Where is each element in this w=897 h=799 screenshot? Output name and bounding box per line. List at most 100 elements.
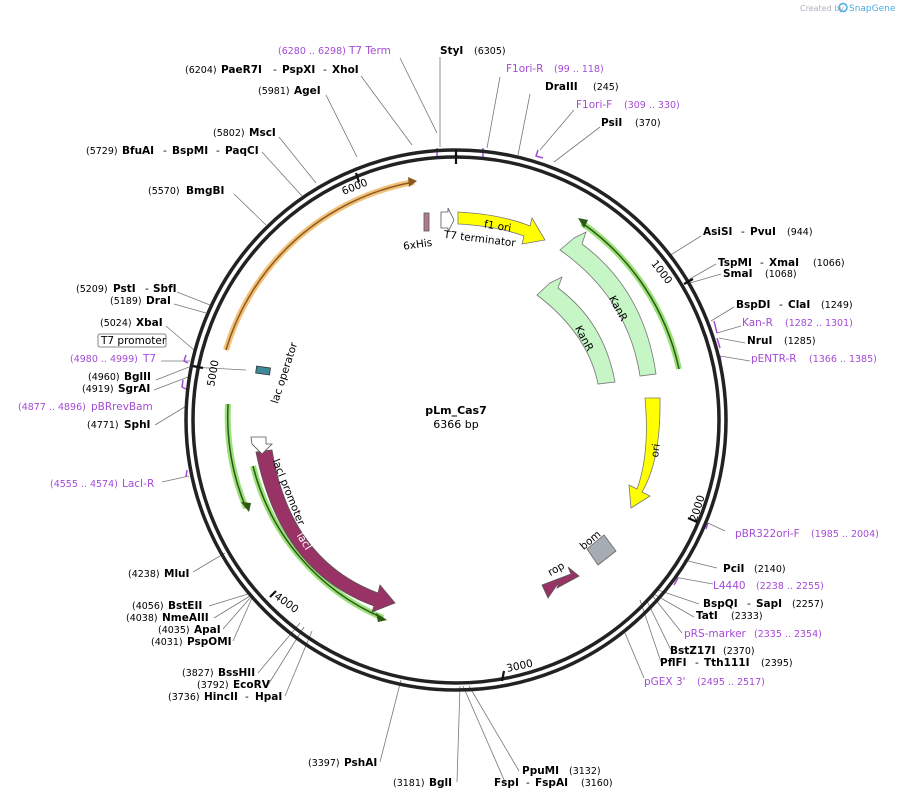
- site-f1ori-r-name: F1ori-R: [506, 63, 543, 75]
- site-bstz17i-pos: (2370): [723, 646, 755, 657]
- site-fspi-name: FspI: [494, 777, 519, 789]
- site-f1ori-f-pos: (309 .. 330): [624, 100, 680, 111]
- site-tati-pos: (2333): [731, 611, 763, 622]
- site-agei-pos: (5981): [258, 86, 290, 97]
- laci-arrow: [255, 449, 396, 613]
- site-xbai-pos: (5024): [100, 318, 132, 329]
- site-agei-name: AgeI: [294, 85, 321, 97]
- snapgene-logo-icon: [838, 2, 848, 13]
- feature-arc-green-right-core: [581, 222, 680, 370]
- kanr-arrow-outer: [559, 231, 657, 377]
- site-tati-name: TatI: [696, 610, 718, 622]
- site-bsshii-name: BssHII: [218, 667, 255, 679]
- feature-arc-green-left-core: [226, 403, 247, 509]
- site-f1ori-f-name: F1ori-F: [576, 99, 612, 111]
- site-bspqi-name: BspQI: [703, 598, 738, 610]
- site-sgrai-pos: (4919): [82, 384, 114, 395]
- feature-arc-green-lower-arrowhead: [376, 613, 387, 622]
- bom-box: [586, 534, 617, 566]
- site-apai-name: ApaI: [194, 624, 221, 636]
- plasmid-name: pLm_Cas7: [425, 404, 487, 417]
- site-msci-name: MscI: [249, 127, 276, 139]
- site-bfuai-sep1: -: [163, 145, 167, 157]
- site-asisi-sep1: -: [741, 226, 745, 238]
- 6xhis-label: 6xHis: [402, 237, 433, 253]
- site-pvui-name: PvuI: [750, 226, 776, 238]
- site-pshai-pos: (3397): [308, 758, 340, 769]
- site-sapi-name: SapI: [756, 598, 782, 610]
- site-pentr-r-pos: (1366 .. 1385): [809, 354, 877, 365]
- site-psti-sep1: -: [145, 283, 149, 295]
- site-nrui-pos: (1285): [784, 336, 816, 347]
- feature-arc-green-left-arrowhead: [241, 502, 251, 512]
- site-bstz17i-name: BstZ17I: [670, 645, 715, 657]
- site-tth111i-name: Tth111I: [704, 657, 749, 669]
- site-msci-pos: (5802): [213, 128, 245, 139]
- site-ecorv-name: EcoRV: [233, 679, 271, 691]
- t7-promoter-box: [97, 333, 167, 348]
- site-bspdi-name: BspDI: [736, 299, 770, 311]
- site-bglii-pos: (4960): [88, 372, 120, 383]
- site-t7-pos: (4980 .. 4999): [70, 354, 138, 365]
- site-paer7i-sep1: -: [273, 64, 277, 76]
- site-t7-name: T7: [142, 353, 156, 365]
- site-psii-pos: (370): [635, 118, 661, 129]
- site-pgex3-pos: (2495 .. 2517): [697, 677, 765, 688]
- site-bgli-name: BglI: [429, 777, 452, 789]
- site-styi-pos: (6305): [474, 46, 506, 57]
- site-t7term-pos: (6280 .. 6298): [278, 46, 346, 57]
- site-pcii-name: PciI: [723, 563, 744, 575]
- rop-arrow: [541, 566, 580, 599]
- features: f1 ori KanR KanR ori rop bom lacI lacI p…: [223, 177, 682, 622]
- site-psti-name: PstI: [113, 283, 136, 295]
- site-hincii-pos: (3736): [168, 692, 200, 703]
- site-fspi-pos: (3160): [581, 778, 613, 789]
- site-pshai-name: PshAI: [344, 757, 377, 769]
- ori-label: ori: [649, 443, 663, 458]
- site-kan-r-pos: (1282 .. 1301): [785, 318, 853, 329]
- site-styi-name: StyI: [440, 45, 463, 57]
- site-laci-r-name: LacI-R: [122, 478, 154, 490]
- feature-arc-green-lower-core: [252, 465, 384, 619]
- site-paer7i-sep2: -: [323, 64, 327, 76]
- site-bspqi-sep1: -: [747, 598, 751, 610]
- t7-promoter-label: T7 promoter: [100, 335, 167, 347]
- site-draiii-name: DraIII: [545, 81, 578, 93]
- site-tspmi-name: TspMI: [718, 257, 752, 269]
- rop-label: rop: [546, 560, 567, 579]
- site-hincii-name: HincII: [204, 691, 238, 703]
- site-pspomi-name: PspOMI: [187, 636, 232, 648]
- site-xmai-name: XmaI: [769, 257, 799, 269]
- site-bmgbi-name: BmgBI: [186, 185, 224, 197]
- site-ppumi-pos: (3132): [569, 766, 601, 777]
- site-hincii-sep1: -: [245, 691, 249, 703]
- lac-operator-label: lac operator: [269, 340, 300, 405]
- site-nrui-name: NruI: [747, 335, 772, 347]
- site-smai-name: SmaI: [723, 268, 753, 280]
- site-pspxi-name: PspXI: [282, 64, 315, 76]
- site-pbr322ori-f-name: pBR322ori-F: [735, 528, 800, 540]
- site-pflfi-pos: (2395): [761, 658, 793, 669]
- site-prs-marker-pos: (2335 .. 2354): [754, 629, 822, 640]
- site-pspomi-pos: (4031): [151, 637, 183, 648]
- site-mlui-name: MluI: [164, 568, 189, 580]
- site-bspdi-sep1: -: [779, 299, 783, 311]
- site-l4440-pos: (2238 .. 2255): [756, 581, 824, 592]
- site-pgex3-name: pGEX 3': [644, 676, 686, 688]
- site-drai-pos: (5189): [110, 296, 142, 307]
- feature-arc-green-right-arrowhead: [578, 218, 588, 228]
- f1-ori-label: f1 ori: [483, 219, 512, 235]
- site-apai-pos: (4035): [158, 625, 190, 636]
- site-smai-pos: (1068): [765, 269, 797, 280]
- site-tspmi-pos: (1066): [813, 258, 845, 269]
- laci-promoter-arrow: [250, 436, 273, 455]
- site-pbrrevbam-pos: (4877 .. 4896): [18, 402, 86, 413]
- site-fspi-sep1: -: [526, 777, 530, 789]
- site-ecorv-pos: (3792): [197, 680, 229, 691]
- feature-arc-orange-arrowhead: [408, 177, 417, 187]
- feature-arc-orange: [223, 179, 415, 351]
- site-bspmi-name: BspMI: [172, 145, 208, 157]
- site-xbai-name: XbaI: [136, 317, 163, 329]
- f1-ori-arrow: [457, 211, 546, 245]
